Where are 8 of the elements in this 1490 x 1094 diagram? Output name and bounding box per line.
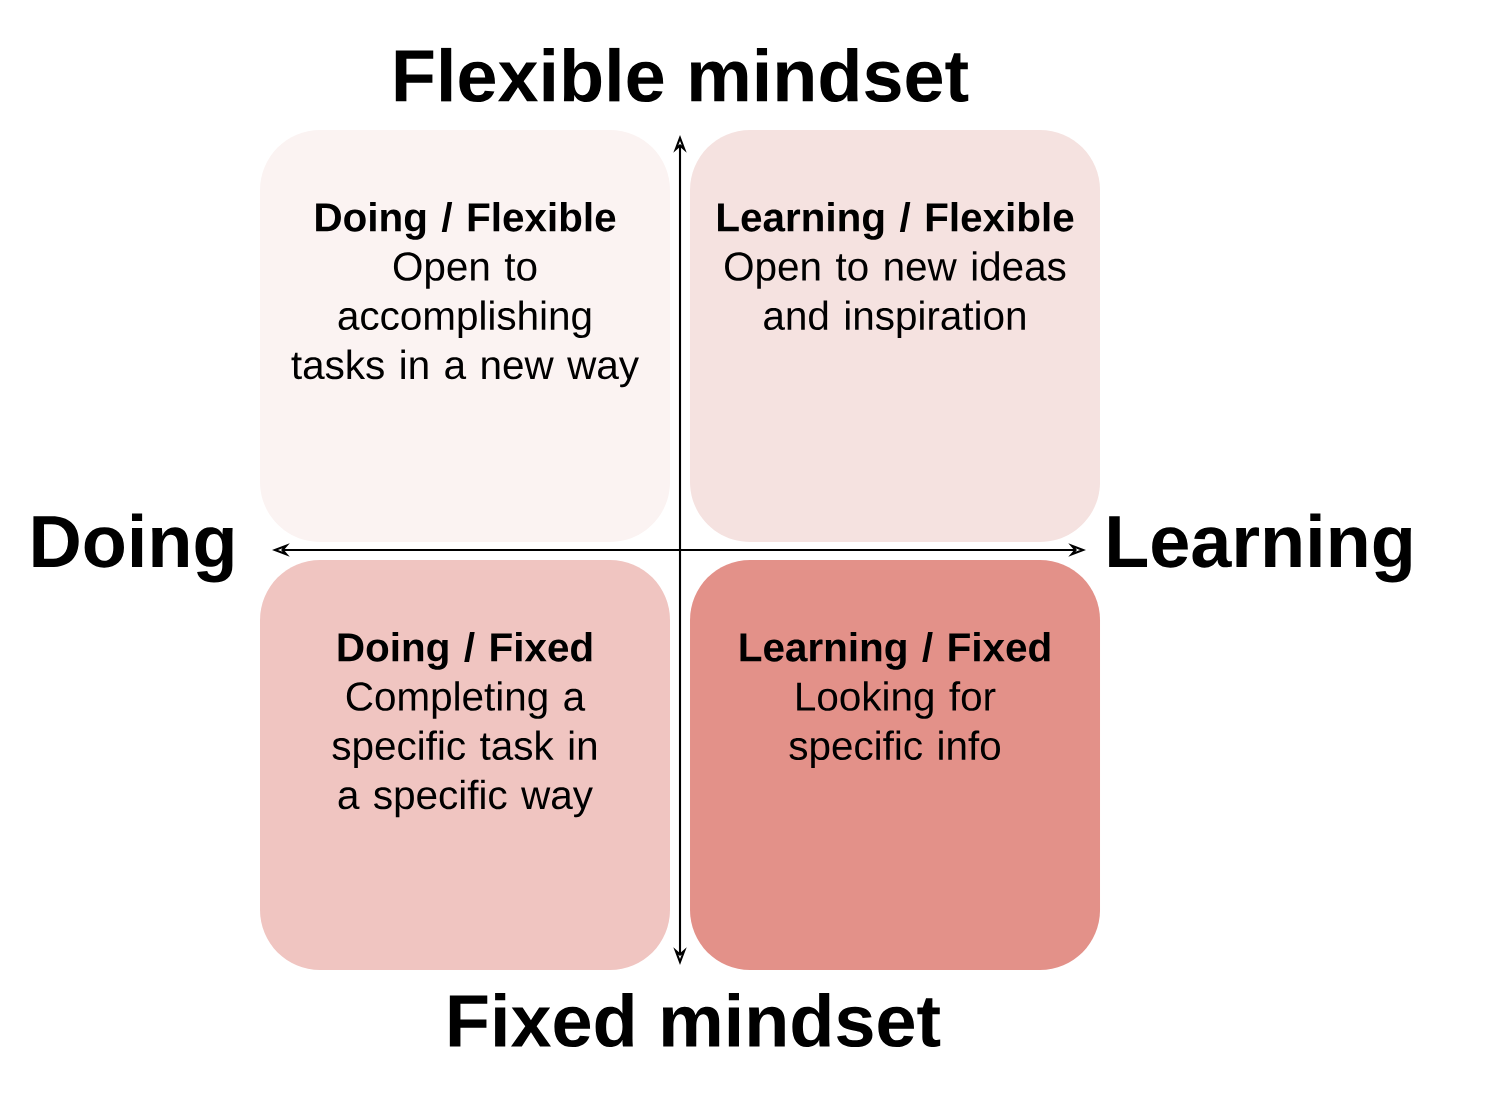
quadrant-box: Doing / Flexible Open to accomplishing tasks in a new way [260, 130, 670, 542]
quadrant-box: Learning / Fixed Looking for specific info [690, 560, 1100, 970]
quadrant-box: Doing / Fixed Completing a specific task in a specific way [260, 560, 670, 970]
quadrant-box: Learning / Flexible Open to new ideas and inspiration [690, 130, 1100, 542]
axis-label: Fixed mindset [449, 992, 941, 1048]
axis-label: Learning [1109, 513, 1411, 583]
axis-label: Flexible mindset [395, 47, 969, 103]
axis-label: Doing [33, 513, 233, 583]
